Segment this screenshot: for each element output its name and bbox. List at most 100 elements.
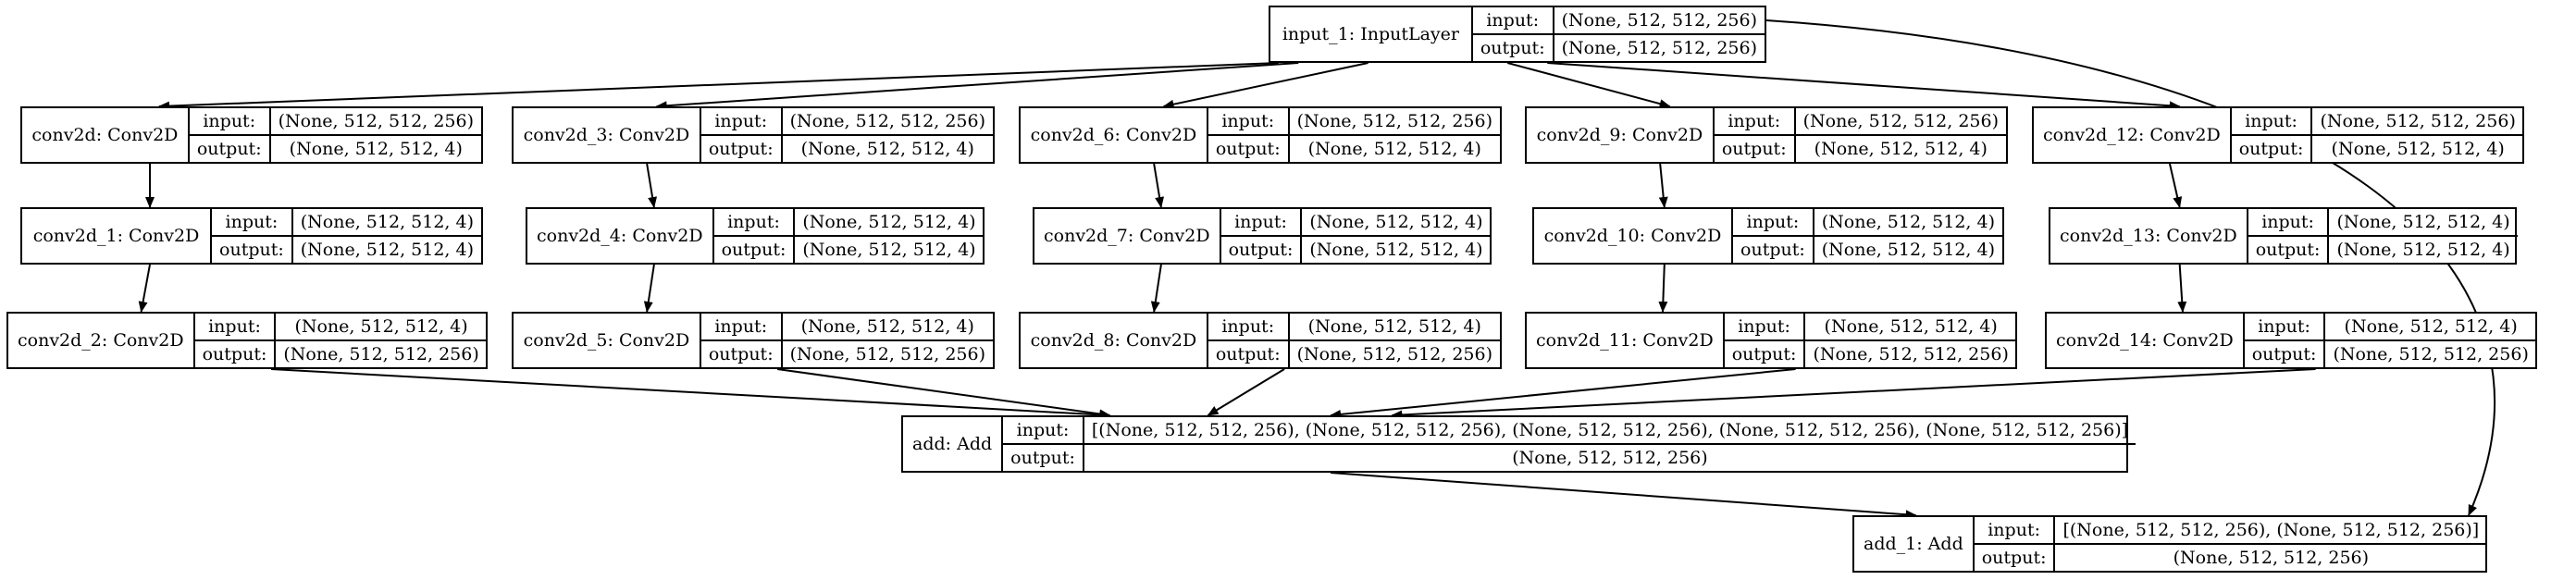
output-shape: (None, 512, 512, 4) — [1302, 235, 1491, 263]
input-label: input: — [2245, 111, 2297, 131]
input-label: input: — [2261, 212, 2314, 232]
output-shape: (None, 512, 512, 256) — [276, 339, 487, 367]
node-conv2d-14: conv2d_14: Conv2D input:output: (None, 5… — [2045, 312, 2537, 369]
input-label: input: — [203, 111, 256, 131]
node-name: conv2d_10: Conv2D — [1534, 209, 1734, 263]
node-name: conv2d_8: Conv2D — [1021, 314, 1208, 367]
edge-conv2d_14-to-add — [1391, 368, 2316, 420]
input-label: input: — [727, 212, 780, 232]
edge-conv2d_10-to-conv2d_11 — [1658, 264, 1668, 313]
input-label: input: — [1988, 520, 2040, 540]
output-shape: (None, 512, 512, 256) — [1084, 443, 2136, 471]
output-shape: (None, 512, 512, 4) — [795, 235, 984, 263]
node-conv2d-6: conv2d_6: Conv2D input: output: (None, 51… — [1019, 106, 1502, 164]
node-conv2d-11: conv2d_11: Conv2D input:output: (None, 5… — [1525, 312, 2017, 369]
node-conv2d-9: conv2d_9: Conv2D input: output: (None, 51… — [1525, 106, 2008, 164]
output-shape: (None, 512, 512, 4) — [782, 134, 993, 162]
output-shape: (None, 512, 512, 4) — [1795, 134, 2006, 162]
edge-conv2d_4-to-conv2d_5 — [643, 264, 655, 313]
output-shape: (None, 512, 512, 4) — [2312, 134, 2523, 162]
input-shape: (None, 512, 512, 4) — [1307, 316, 1481, 337]
input-label: input: — [225, 212, 279, 232]
input-shape: (None, 512, 512, 256) — [789, 111, 985, 131]
output-label: output: — [1208, 134, 1288, 162]
node-name: conv2d_5: Conv2D — [514, 314, 701, 367]
edge-conv2d_6-to-conv2d_7 — [1153, 163, 1165, 208]
node-name: add: Add — [903, 417, 1004, 471]
output-shape: (None, 512, 512, 256) — [2055, 543, 2487, 571]
input-shape: (None, 512, 512, 4) — [1824, 316, 1998, 337]
node-conv2d-10: conv2d_10: Conv2D input:output: (None, 5… — [1532, 207, 2004, 265]
input-shape: (None, 512, 512, 256) — [1296, 111, 1492, 131]
node-name: conv2d_6: Conv2D — [1021, 108, 1208, 162]
node-conv2d-1: conv2d_1: Conv2D input: output: (None, 51… — [20, 207, 483, 265]
output-shape: (None, 512, 512, 4) — [2329, 235, 2518, 263]
node-conv2d-5: conv2d_5: Conv2D input:output: (None, 51… — [512, 312, 995, 369]
node-name: conv2d_13: Conv2D — [2050, 209, 2248, 263]
output-shape: (None, 512, 512, 4) — [1289, 134, 1500, 162]
node-name: conv2d_3: Conv2D — [514, 108, 701, 162]
output-label: output: — [700, 339, 781, 367]
node-name: conv2d_4: Conv2D — [527, 209, 714, 263]
input-shape: (None, 512, 512, 4) — [300, 212, 474, 232]
input-shape: (None, 512, 512, 4) — [2336, 212, 2510, 232]
output-label: output: — [1724, 339, 1804, 367]
node-name: conv2d: Conv2D — [22, 108, 190, 162]
edge-input_1-to-add_1 — [1765, 19, 2496, 516]
input-shape: (None, 512, 512, 4) — [1309, 212, 1483, 232]
edge-add-to-add_1 — [1331, 472, 1917, 520]
input-shape: (None, 512, 512, 4) — [294, 316, 468, 337]
edge-input_1-to-conv2d_9 — [1506, 62, 1671, 108]
output-label: output: — [2231, 134, 2311, 162]
edge-input_1-to-conv2d — [158, 62, 1279, 111]
node-name: conv2d_9: Conv2D — [1527, 108, 1715, 162]
node-conv2d-4: conv2d_4: Conv2D input:output: (None, 51… — [526, 207, 985, 265]
edge-conv2d_1-to-conv2d_2 — [138, 264, 151, 313]
node-name: conv2d_2: Conv2D — [8, 314, 195, 367]
output-shape: (None, 512, 512, 256) — [1805, 339, 2016, 367]
output-shape: (None, 512, 512, 4) — [292, 235, 481, 263]
output-label: output: — [700, 134, 781, 162]
input-label: input: — [1221, 111, 1275, 131]
input-label: input: — [1728, 111, 1781, 131]
input-shape: (None, 512, 512, 4) — [1821, 212, 1995, 232]
output-label: output: — [1472, 33, 1553, 61]
input-shape: (None, 512, 512, 256) — [278, 111, 474, 131]
edge-conv2d_3-to-conv2d_4 — [646, 163, 658, 208]
output-label: output: — [1220, 235, 1301, 263]
node-conv2d-8: conv2d_8: Conv2D input:output: (None, 51… — [1019, 312, 1502, 369]
input-shape: (None, 512, 512, 256) — [1561, 10, 1757, 31]
input-label: input: — [1234, 212, 1287, 232]
input-shape: (None, 512, 512, 256) — [1802, 111, 1999, 131]
input-label: input: — [208, 316, 261, 337]
node-name: conv2d_14: Conv2D — [2047, 314, 2245, 367]
input-label: input: — [1746, 212, 1800, 232]
node-name: conv2d_7: Conv2D — [1034, 209, 1221, 263]
output-label: output: — [212, 235, 291, 263]
node-conv2d-12: conv2d_12: Conv2D input:output: (None, 5… — [2032, 106, 2524, 164]
output-shape: (None, 512, 512, 256) — [1554, 33, 1765, 61]
node-conv2d-7: conv2d_7: Conv2D input: output: (None, 51… — [1033, 207, 1492, 265]
output-label: output: — [194, 339, 275, 367]
node-conv2d-2: conv2d_2: Conv2D input:output: (None, 51… — [6, 312, 488, 369]
edge-conv2d_2-to-add — [270, 368, 1111, 420]
output-label: output: — [1714, 134, 1794, 162]
node-input-1: input_1: InputLayer input:output: (None,… — [1269, 6, 1766, 63]
output-label: output: — [1974, 543, 2054, 571]
input-label: input: — [1486, 10, 1540, 31]
node-add-1: add_1: Add input:output: [(None, 512, 51… — [1852, 515, 2487, 573]
edge-input_1-to-conv2d_3 — [655, 62, 1299, 111]
node-name: add_1: Add — [1854, 517, 1975, 571]
input-label: input: — [714, 316, 768, 337]
node-name: conv2d_1: Conv2D — [22, 209, 213, 263]
node-conv2d: conv2d: Conv2D input:output: (None, 512,… — [20, 106, 483, 164]
node-name: conv2d_11: Conv2D — [1527, 314, 1725, 367]
node-add: add: Add input:output: [(None, 512, 512,… — [901, 415, 2136, 473]
edge-conv2d_8-to-add — [1207, 368, 1285, 416]
edge-conv2d_11-to-add — [1330, 368, 1796, 419]
edge-conv2d_5-to-add — [776, 368, 1111, 419]
input-label: input: — [1221, 316, 1275, 337]
input-shape: (None, 512, 512, 4) — [800, 316, 974, 337]
node-conv2d-13: conv2d_13: Conv2D input:output: (None, 5… — [2049, 207, 2518, 265]
